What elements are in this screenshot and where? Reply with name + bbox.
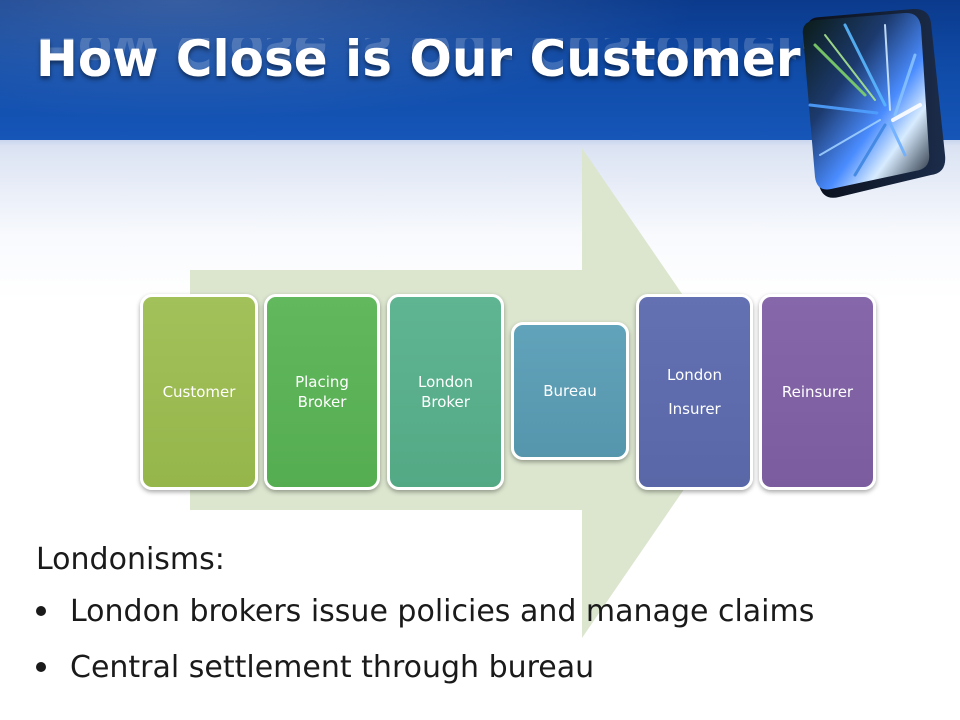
bullet-text: London brokers issue policies and manage… <box>70 594 815 629</box>
placing-broker-label: Placing Broker <box>295 373 349 411</box>
bullet-dot-icon <box>36 662 46 672</box>
london-broker-box: London Broker <box>387 294 504 490</box>
london-insurer-label: London Insurer <box>667 366 722 418</box>
bullet-item: London brokers issue policies and manage… <box>36 584 936 640</box>
bullet-text: Central settlement through bureau <box>70 650 595 685</box>
customer-label: Customer <box>162 383 236 401</box>
bureau-label: Bureau <box>543 382 597 400</box>
london-broker-label: London Broker <box>418 373 473 411</box>
placing-broker-box: Placing Broker <box>264 294 380 490</box>
bullet-item: Central settlement through bureau <box>36 640 936 696</box>
bureau-box: Bureau <box>511 322 629 460</box>
bullet-dot-icon <box>36 606 46 616</box>
reinsurer-box: Reinsurer <box>759 294 876 490</box>
london-insurer-box: London Insurer <box>636 294 753 490</box>
customer-box: Customer <box>140 294 258 490</box>
header-gloss <box>0 0 960 140</box>
londonisms-heading: Londonisms: <box>36 542 225 577</box>
bullet-list: London brokers issue policies and manage… <box>36 584 936 696</box>
body-text: Londonisms: London brokers issue policie… <box>36 536 936 696</box>
light-streak-cube-icon <box>802 8 946 198</box>
reinsurer-label: Reinsurer <box>781 383 854 401</box>
slide-title: How Close is Our Customer? <box>36 30 830 88</box>
